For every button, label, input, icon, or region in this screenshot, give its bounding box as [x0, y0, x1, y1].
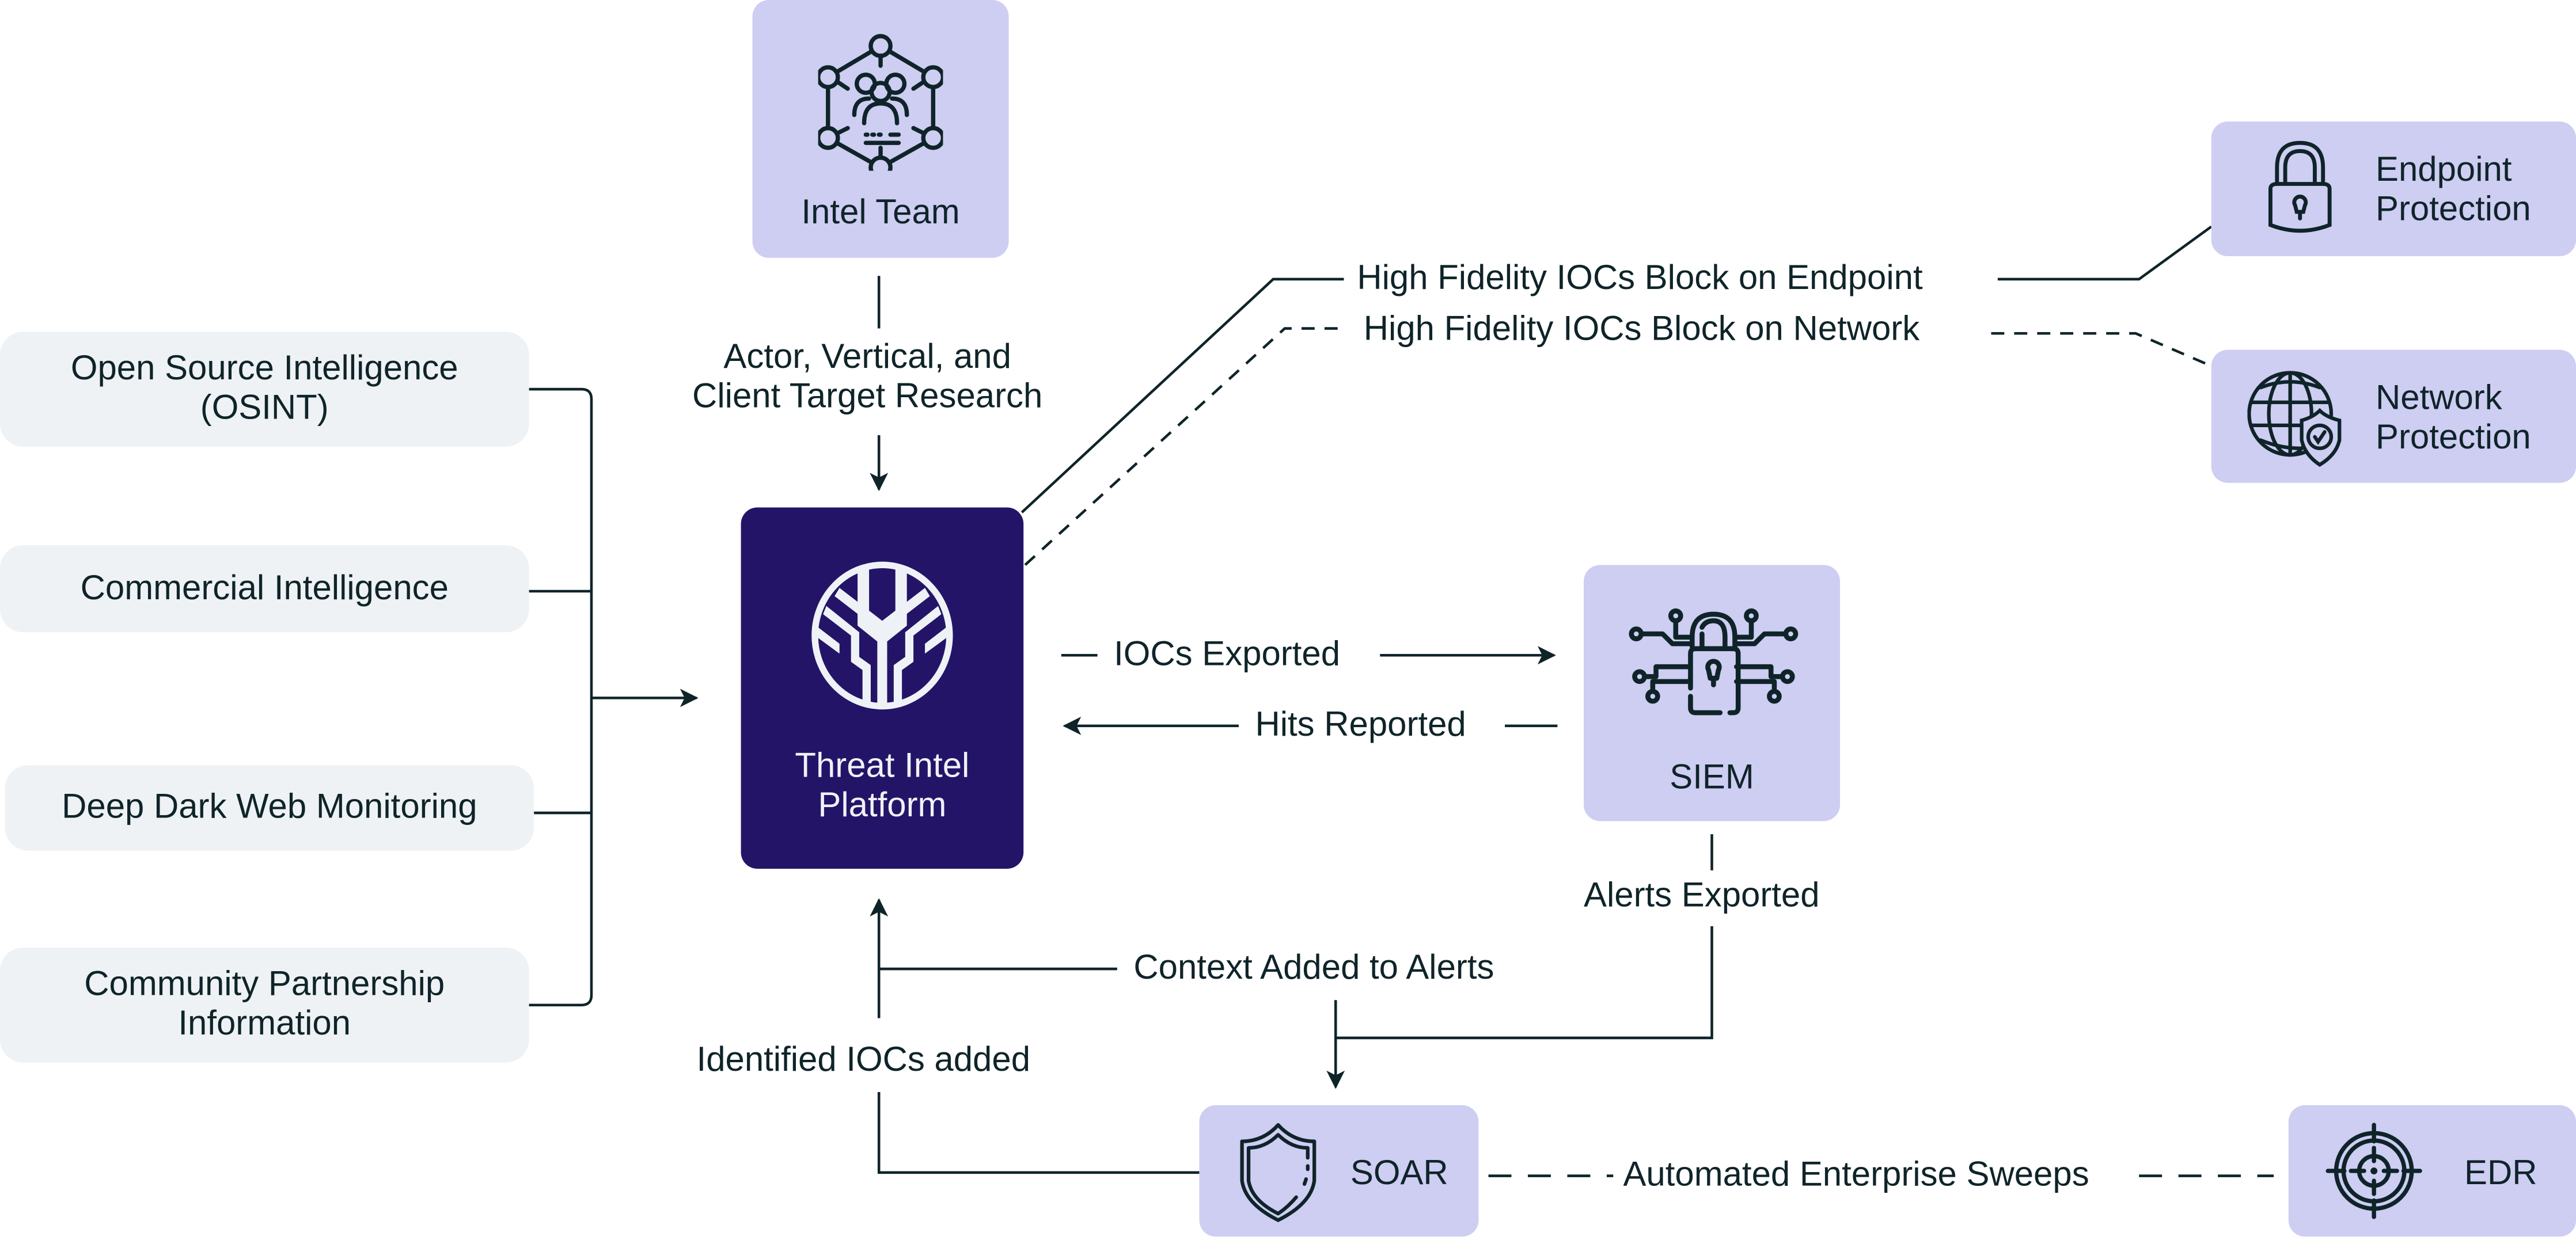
edge-label-block-endpoint: High Fidelity IOCs Block on Endpoint: [1347, 259, 1933, 299]
padlock-icon: [2268, 140, 2332, 233]
edge-label-block-network: High Fidelity IOCs Block on Network: [1353, 310, 1930, 350]
network-protection-node[interactable]: Network Protection: [2211, 349, 2576, 483]
circuit-lock-icon: [1629, 608, 1799, 716]
source-commercial-label: Commercial Intelligence: [80, 569, 449, 607]
connector-osint: [529, 387, 593, 1007]
source-community[interactable]: Community Partnership Information: [0, 948, 529, 1063]
shield-icon: [1240, 1123, 1317, 1222]
platform-logo-icon: [811, 561, 953, 710]
connector-siem-alerts-bottom: [1336, 926, 1713, 1040]
soar-node[interactable]: SOAR: [1199, 1105, 1479, 1237]
intel-team-node[interactable]: Intel Team: [752, 0, 1009, 258]
edge-label-research: Actor, Vertical, and Client Target Resea…: [686, 338, 1049, 417]
source-osint[interactable]: Open Source Intelligence (OSINT): [0, 332, 529, 447]
threat-intel-platform-node[interactable]: Threat Intel Platform: [741, 507, 1024, 869]
crosshair-target-icon: [2325, 1123, 2422, 1219]
source-osint-line2: (OSINT): [200, 389, 329, 427]
connector-endpoint-solid: [1020, 225, 2213, 514]
source-community-line2: Information: [178, 1005, 351, 1043]
edge-label-iocs-exported: IOCs Exported: [1104, 635, 1350, 675]
team-network-icon: [818, 34, 943, 171]
source-dark-web[interactable]: Deep Dark Web Monitoring: [5, 765, 534, 851]
network-label-line1: Network: [2376, 379, 2502, 417]
siem-label: SIEM: [1670, 758, 1754, 797]
platform-label-line1: Threat Intel: [795, 747, 970, 785]
siem-node[interactable]: SIEM: [1584, 565, 1841, 821]
soar-label: SOAR: [1350, 1154, 1448, 1193]
edge-label-research-line1: Actor, Vertical, and: [723, 338, 1011, 376]
connector-network-dashed: [1024, 327, 2209, 566]
edr-label: EDR: [2464, 1154, 2537, 1193]
endpoint-protection-node[interactable]: Endpoint Protection: [2211, 121, 2576, 257]
source-osint-line1: Open Source Intelligence: [70, 349, 458, 388]
endpoint-label-line2: Protection: [2376, 190, 2531, 229]
edge-label-identified-iocs: Identified IOCs added: [686, 1041, 1041, 1081]
edge-label-alerts-exported: Alerts Exported: [1573, 877, 1830, 916]
source-community-line1: Community Partnership: [84, 965, 445, 1003]
source-dark-web-label: Deep Dark Web Monitoring: [62, 788, 477, 826]
globe-shield-icon: [2247, 371, 2342, 467]
edge-label-hits-reported: Hits Reported: [1245, 706, 1476, 746]
network-label-line2: Protection: [2376, 419, 2531, 457]
connector-identified-iocs: [877, 1092, 1200, 1174]
platform-label-line2: Platform: [818, 786, 947, 825]
edge-label-research-line2: Client Target Research: [692, 378, 1043, 416]
edge-label-context-added: Context Added to Alerts: [1124, 949, 1504, 989]
endpoint-label-line1: Endpoint: [2376, 151, 2512, 189]
intel-team-label: Intel Team: [801, 193, 960, 232]
edr-node[interactable]: EDR: [2288, 1105, 2576, 1237]
edge-label-sweeps: Automated Enterprise Sweeps: [1613, 1156, 2099, 1196]
source-commercial[interactable]: Commercial Intelligence: [0, 545, 529, 633]
